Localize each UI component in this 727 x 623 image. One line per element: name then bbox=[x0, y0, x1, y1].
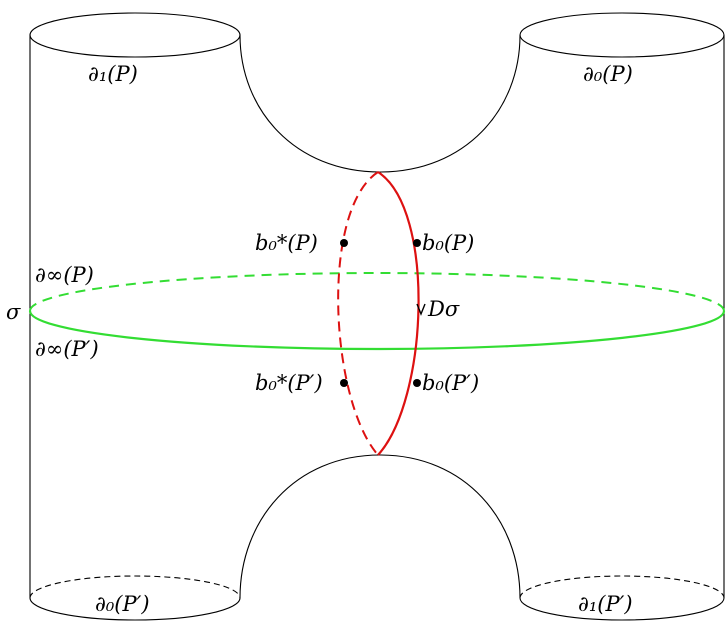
top-left-boundary-circle bbox=[29, 12, 241, 58]
bottom-left-boundary-front bbox=[29, 597, 241, 621]
point-b0-Pp bbox=[413, 379, 421, 387]
point-b0star-Pp bbox=[340, 379, 348, 387]
sigma-curve-front bbox=[28, 310, 726, 351]
label-dinf-P: ∂∞(P) bbox=[35, 263, 94, 287]
label-D-sigma: Dσ bbox=[427, 297, 460, 321]
label-sigma: σ bbox=[6, 300, 21, 324]
label-b0-P: b₀(P) bbox=[422, 231, 474, 255]
bottom-right-boundary-back bbox=[519, 575, 725, 599]
bottom-right-boundary-front bbox=[519, 597, 725, 621]
point-b0-P bbox=[413, 239, 421, 247]
label-b0-Pp: b₀(P′) bbox=[422, 371, 479, 395]
label-dinf-Pp: ∂∞(P′) bbox=[35, 337, 99, 361]
label-d0-P: ∂₀(P) bbox=[583, 62, 633, 86]
label-d0-Pp: ∂₀(P′) bbox=[95, 592, 150, 616]
top-crotch-arc bbox=[239, 34, 521, 173]
sigma-curve-back bbox=[29, 272, 725, 312]
disk-boundary-back bbox=[337, 171, 379, 456]
bottom-crotch-arc bbox=[239, 454, 521, 599]
disk-orientation-arrow bbox=[416, 303, 426, 316]
label-b0star-Pp: b₀*(P′) bbox=[255, 371, 323, 395]
label-d1-Pp: ∂₁(P′) bbox=[578, 592, 633, 616]
label-d1-P: ∂₁(P) bbox=[88, 62, 138, 86]
disk-boundary-front bbox=[377, 171, 420, 456]
point-b0star-P bbox=[340, 239, 348, 247]
top-right-boundary-circle bbox=[519, 12, 725, 58]
bottom-left-boundary-back bbox=[29, 575, 241, 599]
label-b0star-P: b₀*(P) bbox=[255, 231, 318, 255]
